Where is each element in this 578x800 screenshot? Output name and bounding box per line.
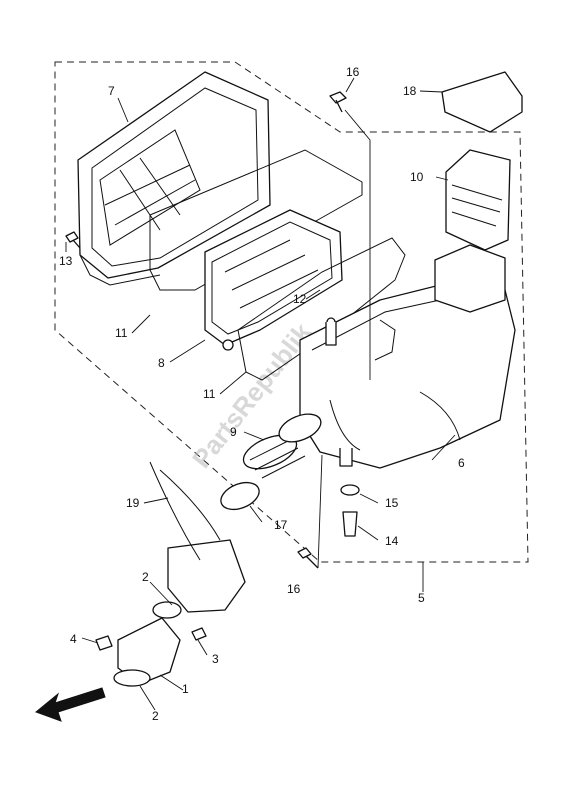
intake-joint	[242, 413, 322, 479]
drain-clip	[340, 484, 360, 496]
callout-14: 14	[385, 534, 399, 548]
callout-3: 3	[212, 652, 219, 666]
callout-2: 2	[142, 570, 149, 584]
callout-8: 8	[158, 356, 165, 370]
intake-manifold	[113, 617, 181, 687]
callout-17: 17	[274, 518, 288, 532]
callout-18: 18	[403, 84, 417, 98]
leader-lines	[65, 77, 456, 711]
callout-16: 16	[346, 65, 360, 79]
intake-duct	[434, 149, 511, 313]
callout-9: 9	[230, 425, 237, 439]
callout-11: 11	[203, 387, 216, 401]
callout-7: 7	[108, 84, 115, 98]
callout-15: 15	[385, 496, 399, 510]
case-cover	[77, 71, 271, 286]
bolt-16-bottom	[297, 547, 319, 569]
callout-12: 12	[293, 292, 307, 306]
bolt-16-top	[329, 91, 347, 113]
duct-cap	[441, 71, 523, 133]
callout-4: 4	[70, 632, 77, 646]
bolt-3	[191, 627, 207, 641]
callout-19: 19	[126, 496, 140, 510]
callout-10: 10	[410, 170, 424, 184]
callout-16: 16	[287, 582, 301, 596]
callout-5: 5	[418, 591, 425, 605]
front-arrow	[35, 687, 106, 722]
drain-plug	[342, 511, 358, 537]
callout-13: 13	[59, 254, 73, 268]
gasket-lower	[237, 237, 406, 381]
hose-clamp	[220, 481, 260, 511]
callout-2: 2	[152, 709, 159, 723]
assembly-boundary	[54, 61, 529, 563]
bolt-13	[65, 231, 81, 249]
filter-element	[204, 209, 343, 351]
callout-6: 6	[458, 456, 465, 470]
callout-1: 1	[182, 682, 189, 696]
carburetor	[149, 461, 246, 619]
bolt-4	[95, 635, 113, 651]
callout-11: 11	[115, 326, 128, 340]
